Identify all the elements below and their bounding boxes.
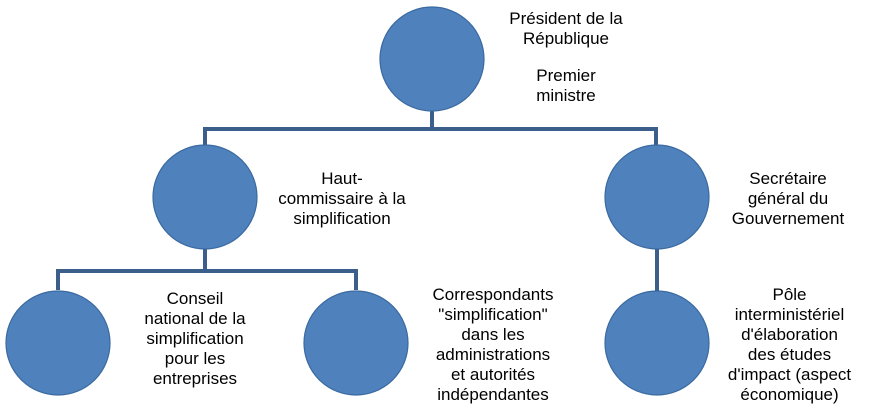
node-circle-pole-interministeriel [604, 290, 710, 396]
label-pole-interministeriel: Pôle interministériel d'élaboration des … [727, 285, 852, 404]
label-conseil-national: Conseil national de la simplification po… [144, 289, 246, 388]
node-circle-correspondants [303, 290, 409, 396]
node-circle-secretaire-general [604, 144, 710, 250]
node-circle-president [379, 6, 485, 112]
label-secretaire-general: Secrétaire général du Gouvernement [731, 169, 845, 228]
node-circle-conseil-national [5, 290, 111, 396]
node-circle-haut-commissaire [152, 144, 258, 250]
label-premier-ministre: Premier ministre [536, 66, 596, 105]
label-president: Président de la République [509, 9, 623, 48]
label-correspondants: Correspondants "simplification" dans les… [432, 285, 554, 404]
label-haut-commissaire: Haut- commissaire à la simplification [278, 169, 406, 228]
